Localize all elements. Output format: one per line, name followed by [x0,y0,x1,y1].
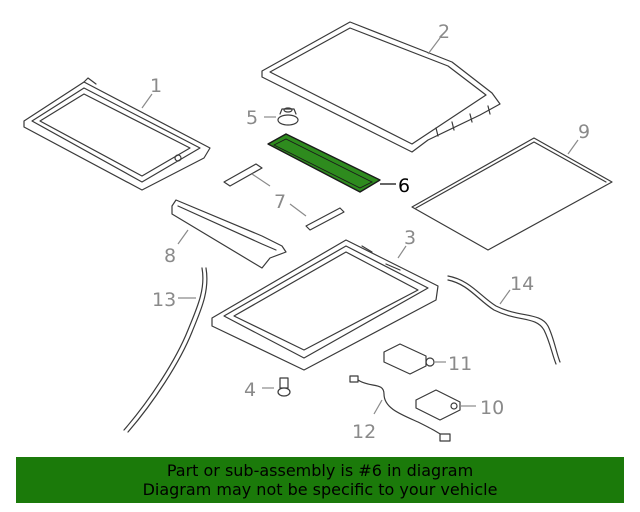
callout-3: 3 [404,227,416,249]
part-5-nut[interactable] [277,107,299,126]
part-9-sunshade[interactable] [411,137,613,251]
parts-diagram: 1 2 5 6 7 8 9 [23,21,613,443]
callout-7: 7 [274,191,286,213]
callout-10: 10 [480,397,504,419]
callout-12: 12 [352,421,376,443]
part-14-leader [499,289,511,305]
part-7-leader-b [289,203,307,217]
part-7-leader-a [251,173,271,187]
part-10-control-module[interactable] [415,389,461,421]
part-12-wire-harness[interactable] [349,375,451,442]
part-1-leader [141,93,153,109]
part-6-cross-bar-highlighted[interactable] [267,133,381,193]
part-2-roof-panel[interactable] [261,21,501,153]
banner-line-1: Part or sub-assembly is #6 in diagram [166,461,474,480]
callout-5: 5 [246,107,258,129]
part-12-leader [373,399,383,415]
part-3-frame[interactable] [211,239,439,371]
part-4-bolt[interactable] [277,377,291,397]
part-1-glass-panel[interactable] [23,77,211,191]
part-7-strips[interactable] [223,163,345,231]
callout-1: 1 [150,75,162,97]
part-9-leader [567,139,579,155]
part-8-deflector[interactable] [171,199,287,269]
callout-14: 14 [510,273,534,295]
callout-11: 11 [448,353,472,375]
part-8-leader [177,229,189,245]
callout-13: 13 [152,289,176,311]
part-14-drain-hose[interactable] [447,275,561,365]
callout-9: 9 [578,121,590,143]
part-info-banner: Part or sub-assembly is #6 in diagram Di… [16,457,624,503]
part-11-motor[interactable] [383,343,435,375]
part-13-drain-hose[interactable] [123,267,208,433]
callout-6: 6 [398,175,410,197]
callout-8: 8 [164,245,176,267]
part-3-leader [397,245,407,259]
banner-line-2: Diagram may not be specific to your vehi… [142,480,498,499]
callout-2: 2 [438,21,450,43]
part-2-leader [427,37,441,55]
callout-4: 4 [244,379,256,401]
